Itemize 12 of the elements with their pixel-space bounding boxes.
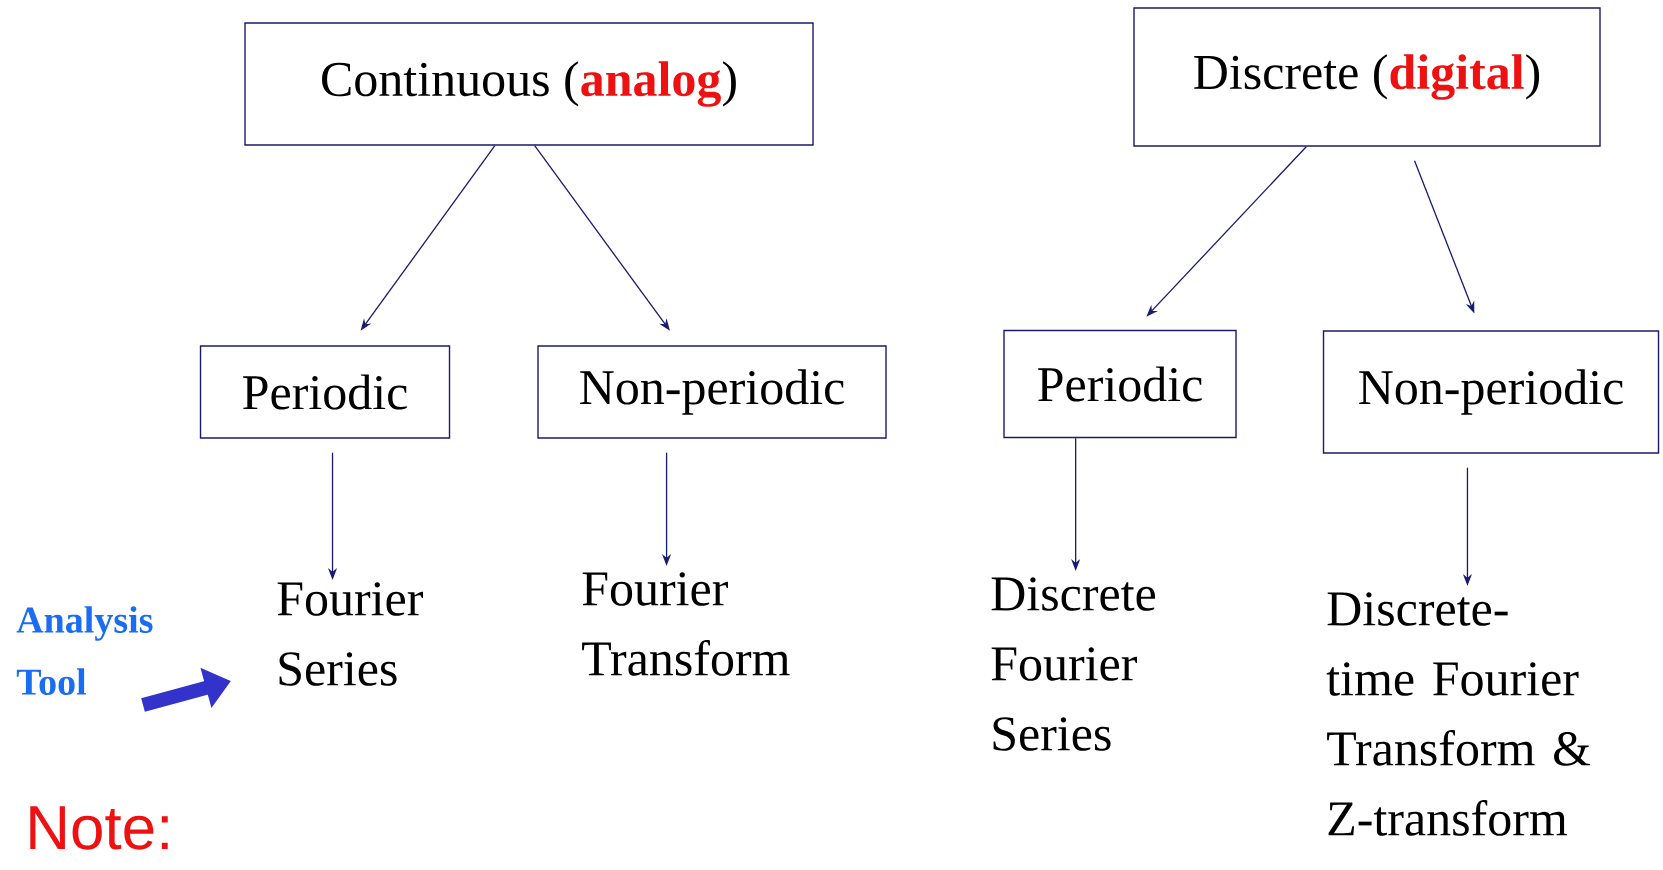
- method-text: Fourier Series: [277, 582, 423, 686]
- side-label: Analysis Tool: [16, 606, 153, 695]
- method-text: Fourier Transform: [582, 572, 790, 676]
- type-box: Non-periodic: [1322, 330, 1660, 454]
- method-text: Discrete Fourier Series: [991, 577, 1156, 751]
- category-box: Discrete (digital): [1133, 7, 1601, 147]
- category-box: Continuous (analog): [244, 22, 814, 146]
- type-box: Periodic: [199, 345, 451, 439]
- note-label: Note:: [30, 806, 168, 850]
- type-box: Periodic: [1003, 329, 1237, 439]
- method-text: Discrete-time Fourier Transform & Z-transform: [1326, 592, 1591, 836]
- type-box: Non-periodic: [537, 345, 887, 439]
